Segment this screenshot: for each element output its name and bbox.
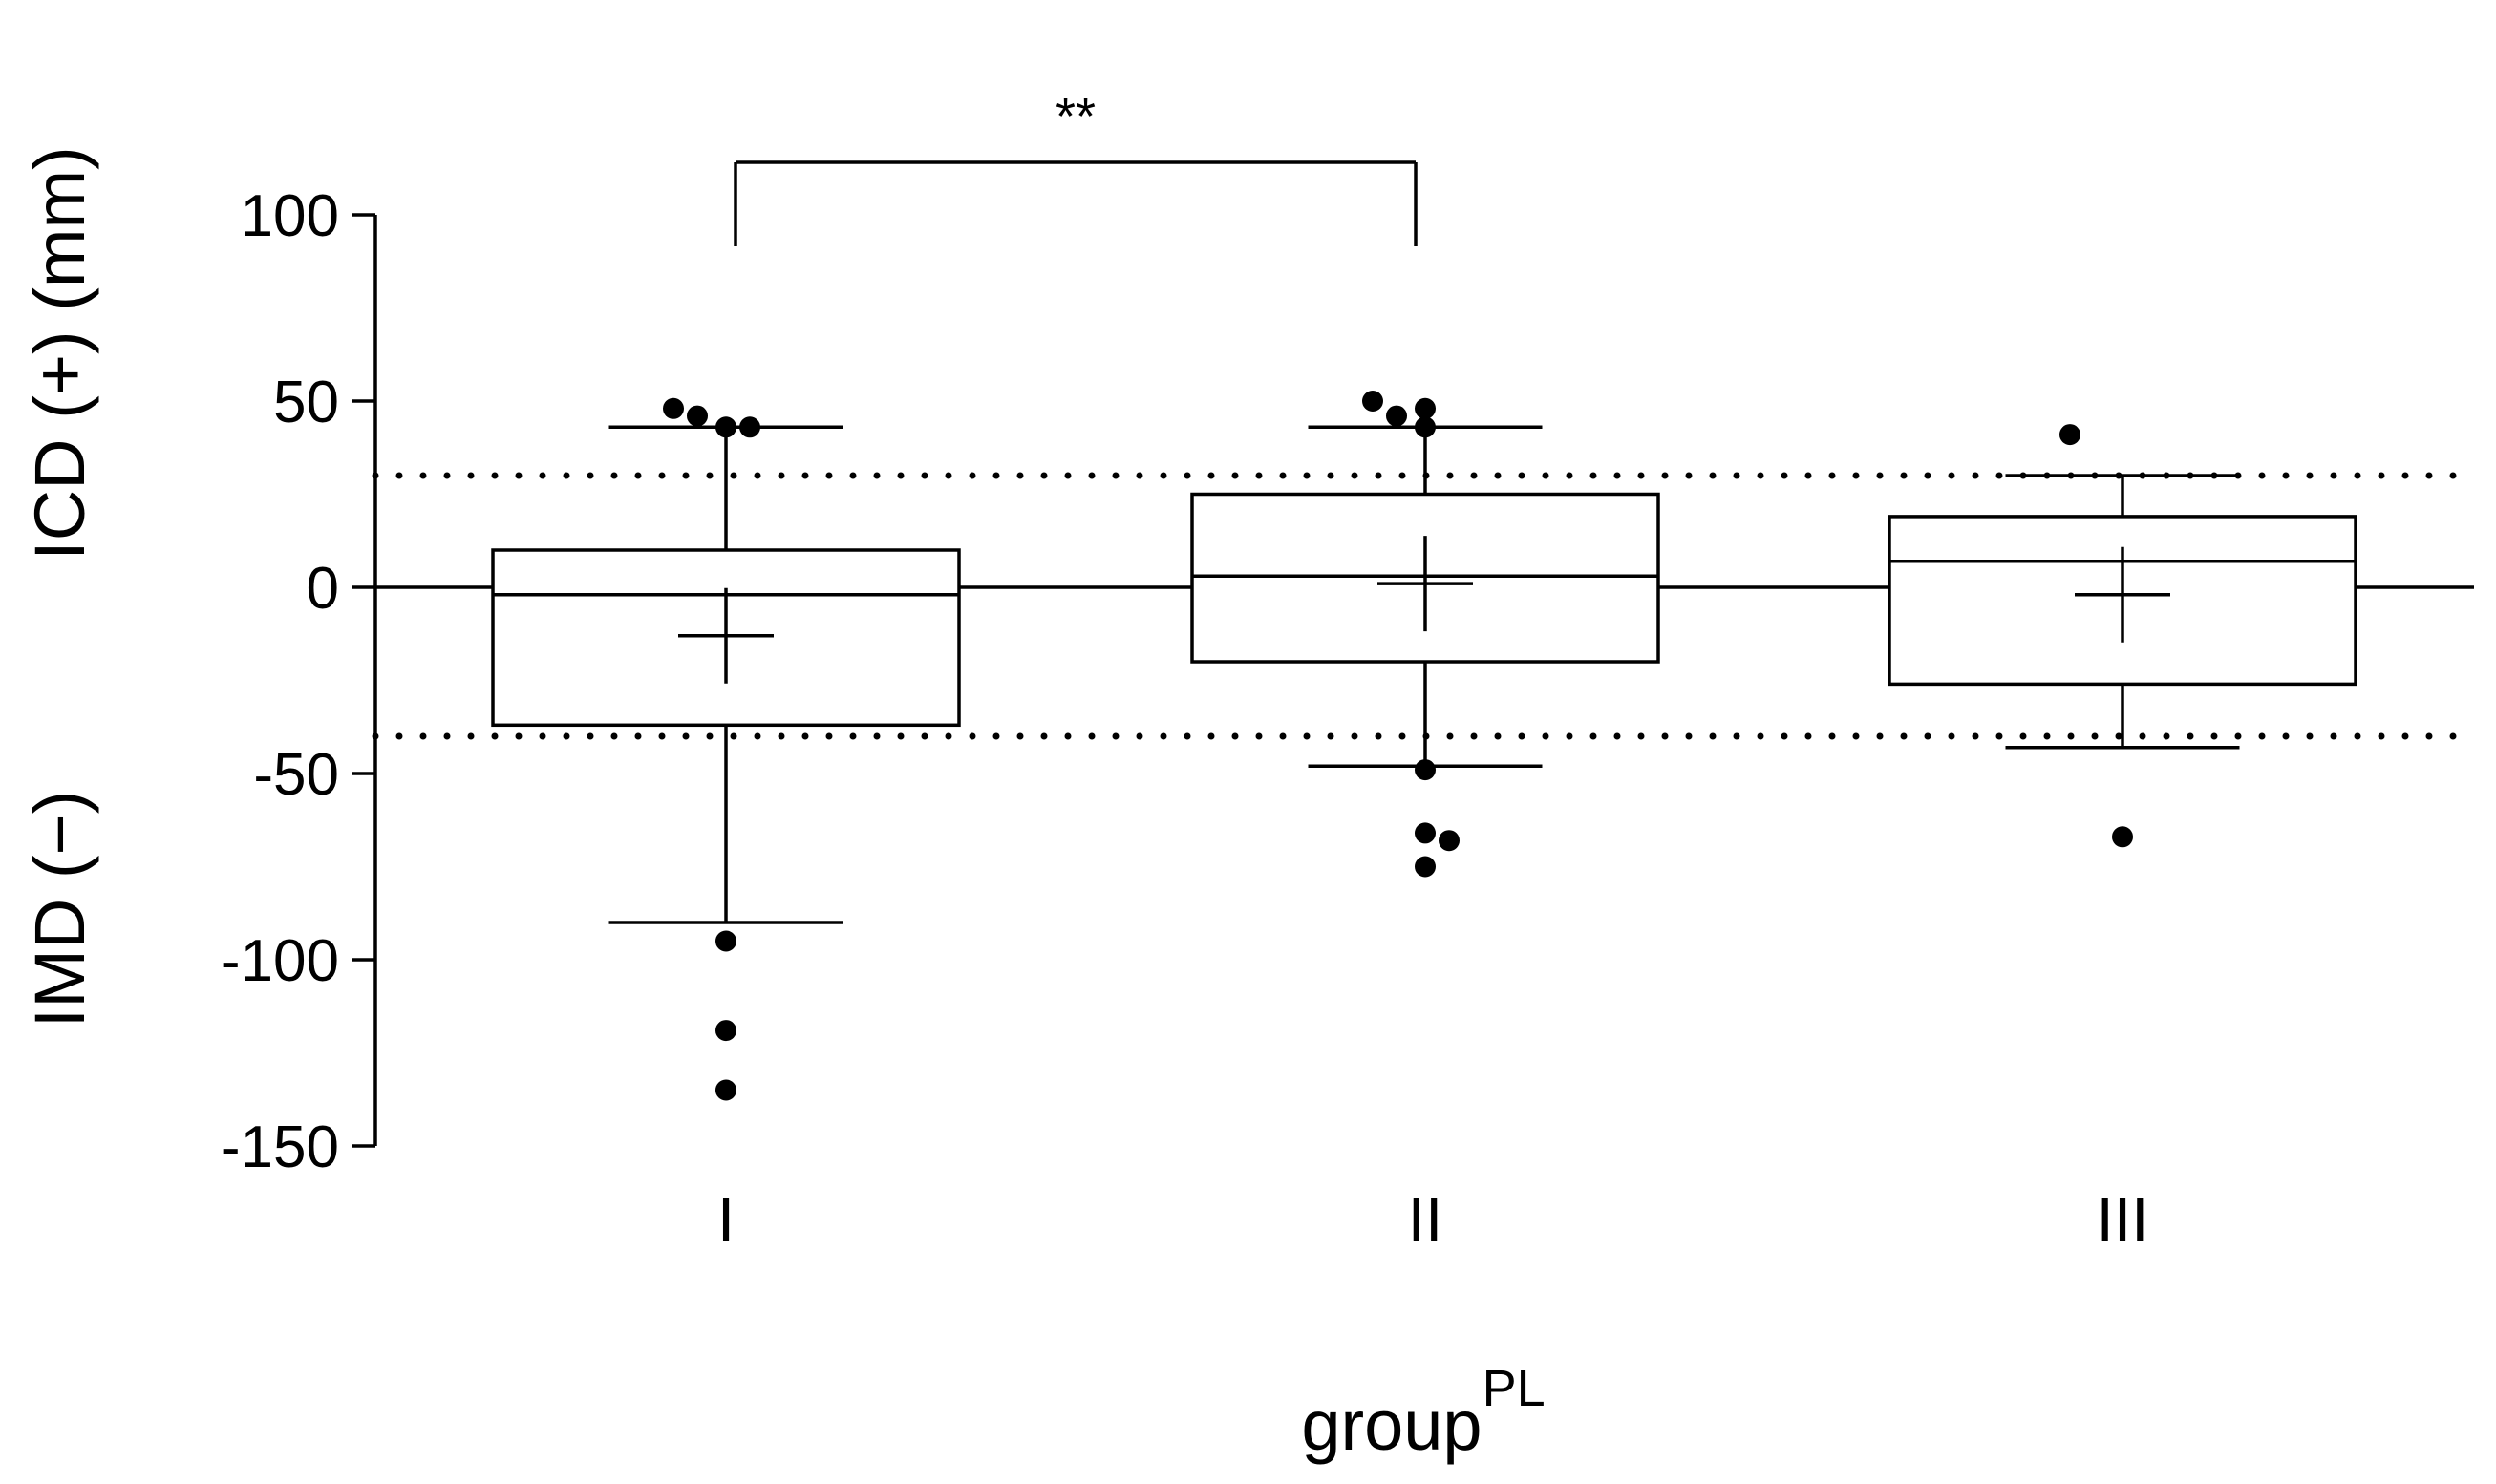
outlier-point [1362,391,1383,412]
y-tick-label: 100 [241,183,339,249]
outlier-point [1439,830,1460,852]
box-II: II [1190,391,1660,1255]
y-axis: 100 50 0 -50 -100 -150 [221,183,377,1180]
outlier-point [715,1079,736,1101]
outlier-point [715,930,736,952]
outlier-point [2059,424,2080,446]
x-category-label: I [717,1184,735,1255]
box-I: I [491,397,961,1255]
x-axis-title: groupPL [1301,1360,1545,1465]
outlier-point [715,416,736,438]
outlier-point [687,405,708,427]
x-category-label: III [2096,1184,2148,1255]
x-axis-title-main: group [1301,1386,1482,1465]
x-axis-title-superscript: PL [1483,1360,1546,1417]
outlier-point [715,1020,736,1042]
y-tick-label: -100 [221,928,339,994]
outlier-point [1415,856,1436,878]
significance-label: ** [1056,88,1096,145]
y-axis-title-bottom: IMD (−) [20,791,99,1028]
x-category-label: II [1408,1184,1443,1255]
outlier-point [663,397,684,419]
box-III: III [1888,424,2357,1255]
outlier-point [2112,826,2133,848]
y-tick-label: 50 [273,370,339,435]
y-tick-label: 0 [307,556,339,622]
axis-titles: ICD (+) (mm) IMD (−) groupPL [20,146,1546,1465]
outlier-point [1415,759,1436,781]
significance-bracket: ** [734,88,1418,246]
outlier-point [1415,397,1436,419]
outlier-point [1415,822,1436,844]
outlier-point [1386,405,1407,427]
outlier-point [739,416,760,438]
y-tick-label: -50 [253,742,339,808]
y-tick-label: -150 [221,1114,339,1180]
y-axis-title-top: ICD (+) (mm) [20,146,99,561]
outlier-point [1415,416,1436,438]
